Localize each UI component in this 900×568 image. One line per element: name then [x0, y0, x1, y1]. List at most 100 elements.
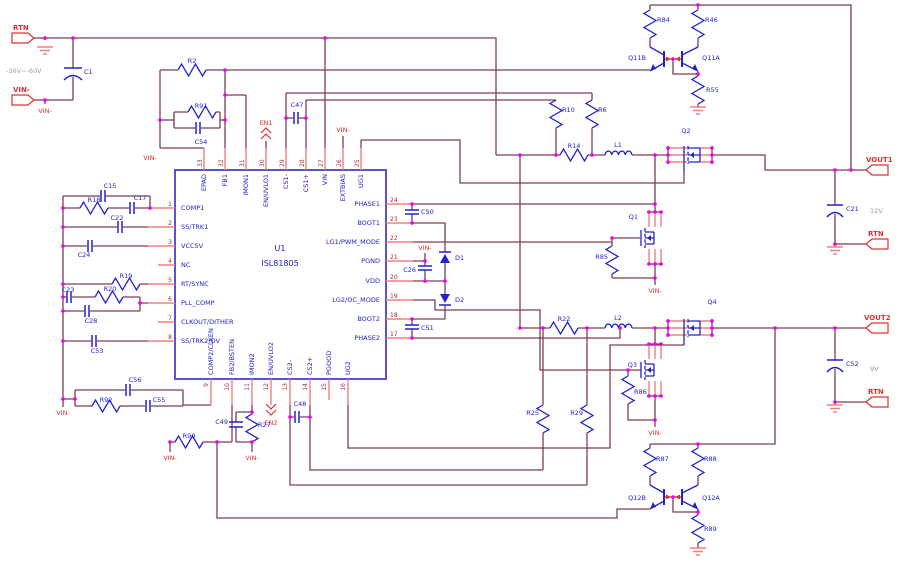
pin-name: PGOOD: [325, 351, 333, 375]
ref-Q1: Q1: [629, 213, 638, 221]
ref-C49: C49: [215, 418, 228, 426]
capacitor-shapes: [66, 112, 432, 428]
pin-name: VDD: [366, 277, 380, 285]
net-label-en2: EN2: [264, 419, 277, 427]
ref-C23: C23: [62, 286, 75, 294]
pin-name: EN/UVLO1: [262, 174, 270, 207]
ref-R2: R2: [188, 57, 197, 65]
net-label-vinm: VIN-: [336, 126, 350, 134]
ref-R27: R27: [258, 421, 271, 429]
inductor-shapes: [604, 150, 633, 329]
pin-number: 17: [390, 331, 398, 338]
ref-Q3: Q3: [628, 361, 637, 369]
pin-number: 28: [299, 159, 306, 167]
net-label-vinm: VIN-: [56, 409, 70, 417]
annotation-vout2: 9V: [870, 365, 879, 373]
pin-number: 7: [168, 315, 172, 322]
pin-number: 29: [279, 159, 286, 167]
pin-number: 11: [244, 383, 251, 391]
bjt-arrow-Q12A: [692, 502, 698, 509]
bjt-arrow-Q11A: [692, 64, 698, 71]
pin-name: EN/UVLO2: [267, 342, 275, 375]
ref-C53: C53: [91, 347, 104, 355]
net-label-vinm: VIN-: [143, 154, 157, 162]
port-label-rtn-topleft: RTN: [13, 24, 29, 32]
pin-name: CS2+: [306, 357, 314, 375]
en1-flag-icon: [260, 127, 272, 140]
pin-number: 30: [259, 159, 266, 167]
pin-name: FB2/BSTEN: [228, 339, 236, 375]
ref-Q2: Q2: [681, 127, 690, 135]
resistor-shapes-h: [79, 62, 589, 450]
ref-C1: C1: [84, 68, 93, 76]
annotations: -36V~-60V 12V 9V: [6, 67, 883, 373]
ref-C28: C28: [85, 317, 98, 325]
ref-R10: R10: [562, 106, 575, 114]
ports: [11, 32, 889, 408]
junction-dots: [43, 3, 853, 514]
pin-number: 4: [168, 258, 172, 265]
wires: [33, 4, 869, 548]
pin-number: 5: [168, 277, 172, 284]
pin-number: 24: [390, 197, 398, 204]
link-arrow-icon: [666, 494, 671, 500]
ref-R6: R6: [598, 106, 607, 114]
ic-part-number: ISL81805: [261, 259, 298, 268]
ref-Q12B: Q12B: [628, 494, 646, 502]
ref-D2: D2: [455, 296, 464, 304]
bjt-arrow-Q11B: [650, 64, 656, 71]
pin-number: 20: [390, 274, 398, 281]
ref-C21: C21: [846, 205, 859, 213]
junction-dot-set: [43, 3, 853, 514]
mirror-link-arrows: [666, 56, 680, 500]
link-arrow-icon: [675, 494, 680, 500]
pin-number: 19: [390, 293, 398, 300]
wire-net: [33, 4, 869, 548]
ic-body: [174, 169, 387, 380]
net-label-en1: EN1: [259, 119, 272, 127]
port-rtn-topleft: [11, 32, 35, 44]
net-label-vinm: VIN-: [648, 429, 662, 437]
annotation-vout1: 12V: [870, 207, 883, 215]
pin-name: COMP2/CLKEN: [207, 328, 215, 375]
mosfet-channel-dashed: [644, 146, 689, 380]
ref-R92: R92: [100, 396, 113, 404]
pin-name: CS2-: [286, 359, 294, 375]
pin-number: 25: [354, 159, 361, 167]
pin-name: SS/TRK1: [181, 223, 208, 231]
pin-name: EXTBIAS: [339, 174, 347, 201]
port-vin: [11, 94, 35, 106]
pin-number: 21: [390, 254, 398, 261]
annotation-input-range: -36V~-60V: [6, 67, 42, 75]
bjt-legs: [649, 46, 699, 510]
ref-R22: R22: [558, 315, 571, 323]
port-vout2: [865, 322, 889, 334]
port-label-vin: VIN-: [13, 86, 30, 94]
net-labels: VIN- VIN- VIN- VIN- VIN- VIN- VIN- VIN- …: [38, 107, 662, 462]
port-label-vout2: VOUT2: [864, 314, 891, 322]
pin-number: 18: [390, 312, 398, 319]
pin-number: 1: [168, 201, 172, 208]
pin-number: 14: [302, 383, 309, 391]
pin-name: UG2: [344, 361, 352, 375]
port-label-vout1: VOUT1: [866, 156, 893, 164]
pin-number: 10: [224, 383, 231, 391]
ref-C51: C51: [421, 324, 434, 332]
ground-icon: [37, 46, 843, 556]
pin-name: SS/TRK2/OV: [181, 337, 221, 345]
ic-pin-stubs: [148, 147, 712, 405]
ref-L1: L1: [614, 141, 622, 149]
net-label-vinm: VIN-: [38, 107, 52, 115]
ref-Q12A: Q12A: [702, 494, 720, 502]
ref-R46: R46: [705, 16, 718, 24]
pin-number: 3: [168, 239, 172, 246]
ref-Q11B: Q11B: [628, 54, 646, 62]
ref-R14: R14: [568, 142, 581, 150]
mosfet-arrow-Q4: [690, 325, 694, 331]
ref-R89: R89: [704, 525, 717, 533]
pin-number: 27: [318, 159, 325, 167]
ref-R84: R84: [657, 16, 670, 24]
pin-number: 33: [197, 159, 204, 167]
port-rtn-2: [865, 396, 889, 408]
